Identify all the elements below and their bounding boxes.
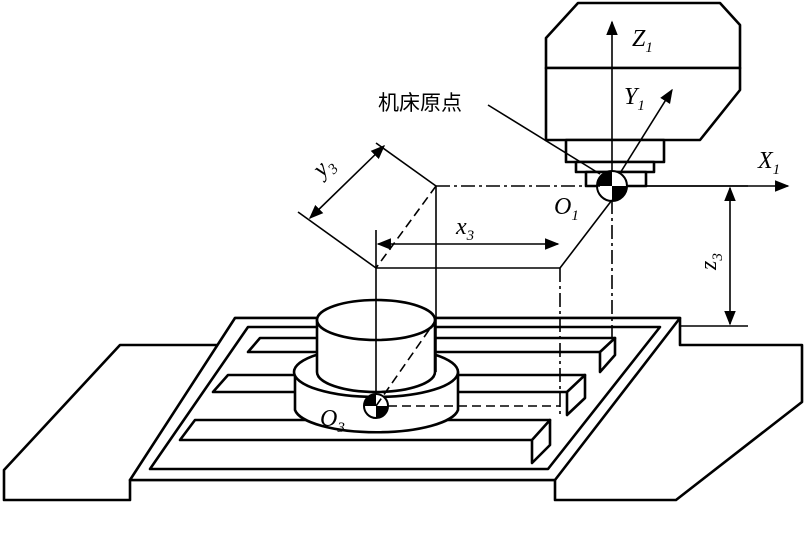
o1-label: O1 [554,194,579,224]
x1-label: X1 [757,148,780,178]
dimension-lines [297,142,736,326]
y3-dimension [308,144,386,220]
z1-label: Z1 [632,26,653,56]
y3-label: y3 [306,151,341,186]
o3-label: O3 [320,406,345,436]
projection-lines [375,185,748,415]
workpiece-origin-symbol [363,393,389,419]
machine-origin-leader [487,104,601,175]
x3-label: x3 [455,214,474,244]
machine-origin-symbol [596,170,628,202]
machine-origin-label: 机床原点 [378,91,462,115]
y1-axis-arrow [611,88,673,187]
z3-label: z3 [696,253,726,271]
y1-label: Y1 [624,84,645,114]
spindle-head [544,1,742,188]
